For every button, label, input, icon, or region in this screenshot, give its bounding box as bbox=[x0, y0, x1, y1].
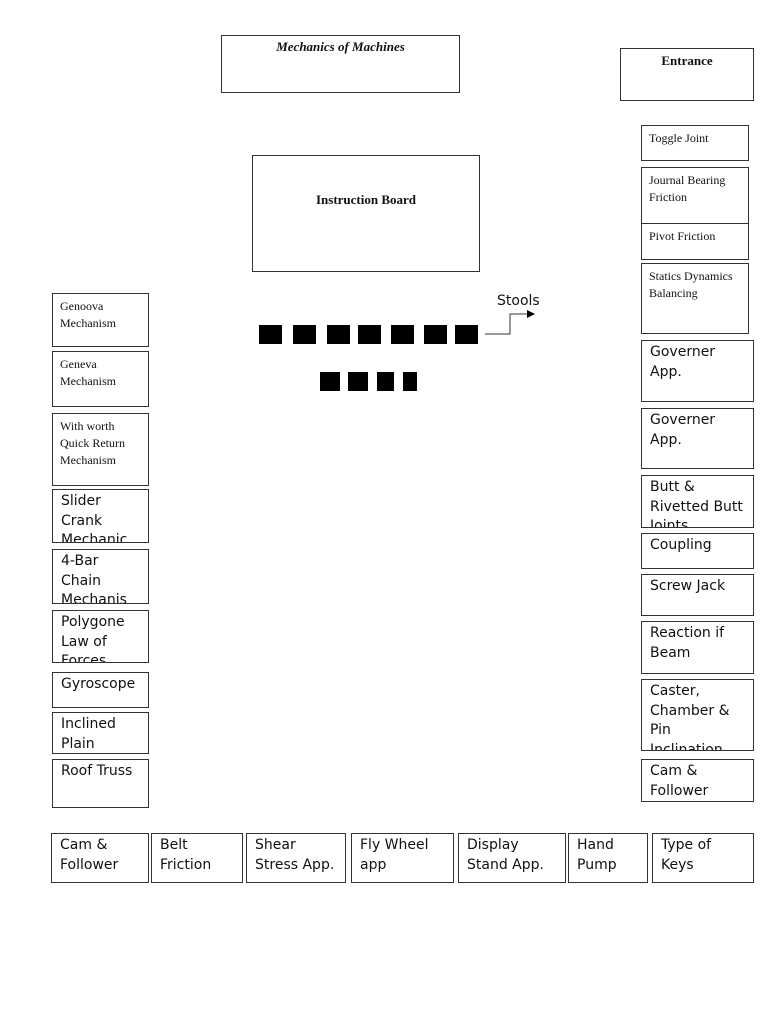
instruction-board-label: Instruction Board bbox=[315, 192, 417, 207]
station-roof-truss: Roof Truss bbox=[52, 759, 149, 808]
station-fly-wheel-app: Fly Wheel app bbox=[351, 833, 454, 883]
station-label: Genoova Mechanism bbox=[60, 299, 116, 330]
station-gyroscope: Gyroscope bbox=[52, 672, 149, 708]
station-shear-stress-app: Shear Stress App. bbox=[246, 833, 346, 883]
station-label: Governer App. bbox=[650, 344, 716, 380]
station-label: Gyroscope bbox=[61, 676, 136, 692]
stool bbox=[358, 325, 381, 344]
stool bbox=[403, 372, 417, 391]
station-type-of-keys: Type of Keys bbox=[652, 833, 754, 883]
station-inclined-plain: Inclined Plain bbox=[52, 712, 149, 754]
station-label: Hand Pump bbox=[577, 837, 617, 873]
station-label: Slider Crank Mechanic bbox=[61, 493, 128, 543]
stools-label: Stools bbox=[497, 293, 540, 309]
station-statics-dynamics-balancing: Statics Dynamics Balancing bbox=[641, 263, 749, 334]
station-polygon-law-of-forces: Polygone Law of Forces bbox=[52, 610, 149, 663]
station-screw-jack: Screw Jack bbox=[641, 574, 754, 616]
stool bbox=[348, 372, 368, 391]
station-display-stand-app: Display Stand App. bbox=[458, 833, 566, 883]
station-label: Journal Bearing Friction bbox=[649, 173, 726, 204]
station-label: Reaction if Beam bbox=[650, 625, 725, 661]
instruction-board: Instruction Board bbox=[252, 155, 480, 272]
station-slider-crank: Slider Crank Mechanic bbox=[52, 489, 149, 543]
station-label: With worth Quick Return Mechanism bbox=[60, 419, 125, 467]
station-label: 4-Bar Chain Mechanis bbox=[61, 553, 127, 604]
entrance-label: Entrance bbox=[661, 53, 713, 68]
station-label: Pivot Friction bbox=[649, 229, 716, 243]
lab-title: Mechanics of Machines bbox=[276, 39, 405, 54]
station-label: Screw Jack bbox=[650, 578, 726, 594]
station-label: Roof Truss bbox=[61, 763, 133, 779]
stool bbox=[259, 325, 282, 344]
station-label: Governer App. bbox=[650, 412, 716, 448]
station-governer-app-1: Governer App. bbox=[641, 340, 754, 402]
station-label: Statics Dynamics Balancing bbox=[649, 269, 733, 300]
station-label: Cam & Follower bbox=[650, 763, 709, 799]
station-label: Caster, Chamber & Pin Inclination bbox=[650, 683, 730, 751]
entrance-box: Entrance bbox=[620, 48, 754, 101]
stool bbox=[455, 325, 478, 344]
stool bbox=[320, 372, 340, 391]
station-label: Geneva Mechanism bbox=[60, 357, 116, 388]
station-hand-pump: Hand Pump bbox=[568, 833, 648, 883]
station-cam-follower-right: Cam & Follower bbox=[641, 759, 754, 802]
station-label: Fly Wheel app bbox=[360, 837, 429, 873]
stool bbox=[327, 325, 350, 344]
station-genoova-mechanism: Genoova Mechanism bbox=[52, 293, 149, 347]
station-label: Display Stand App. bbox=[467, 837, 544, 873]
stool bbox=[293, 325, 316, 344]
station-label: Coupling bbox=[650, 537, 712, 553]
stool bbox=[391, 325, 414, 344]
lab-title-box: Mechanics of Machines bbox=[221, 35, 460, 93]
station-governer-app-2: Governer App. bbox=[641, 408, 754, 469]
station-caster-chamber-pin-inclination: Caster, Chamber & Pin Inclination bbox=[641, 679, 754, 751]
station-toggle-joint: Toggle Joint bbox=[641, 125, 749, 161]
station-label: Polygone Law of Forces bbox=[61, 614, 125, 663]
station-journal-bearing-friction: Journal Bearing Friction bbox=[641, 167, 749, 224]
station-coupling: Coupling bbox=[641, 533, 754, 569]
station-label: Belt Friction bbox=[160, 837, 212, 873]
station-pivot-friction: Pivot Friction bbox=[641, 223, 749, 260]
station-geneva-mechanism: Geneva Mechanism bbox=[52, 351, 149, 407]
stool bbox=[377, 372, 394, 391]
station-label: Inclined Plain bbox=[61, 716, 116, 752]
station-label: Cam & Follower bbox=[60, 837, 119, 873]
station-quick-return-mechanism: With worth Quick Return Mechanism bbox=[52, 413, 149, 486]
station-label: Butt & Rivetted Butt Joints bbox=[650, 479, 743, 528]
station-reaction-of-beam: Reaction if Beam bbox=[641, 621, 754, 674]
station-four-bar-chain: 4-Bar Chain Mechanis bbox=[52, 549, 149, 604]
station-butt-rivetted-joints: Butt & Rivetted Butt Joints bbox=[641, 475, 754, 528]
stool bbox=[424, 325, 447, 344]
station-label: Toggle Joint bbox=[649, 131, 709, 145]
station-label: Type of Keys bbox=[661, 837, 712, 873]
stools-arrow-icon bbox=[485, 310, 535, 335]
station-label: Shear Stress App. bbox=[255, 837, 335, 873]
station-belt-friction: Belt Friction bbox=[151, 833, 243, 883]
station-cam-follower-bottom: Cam & Follower bbox=[51, 833, 149, 883]
